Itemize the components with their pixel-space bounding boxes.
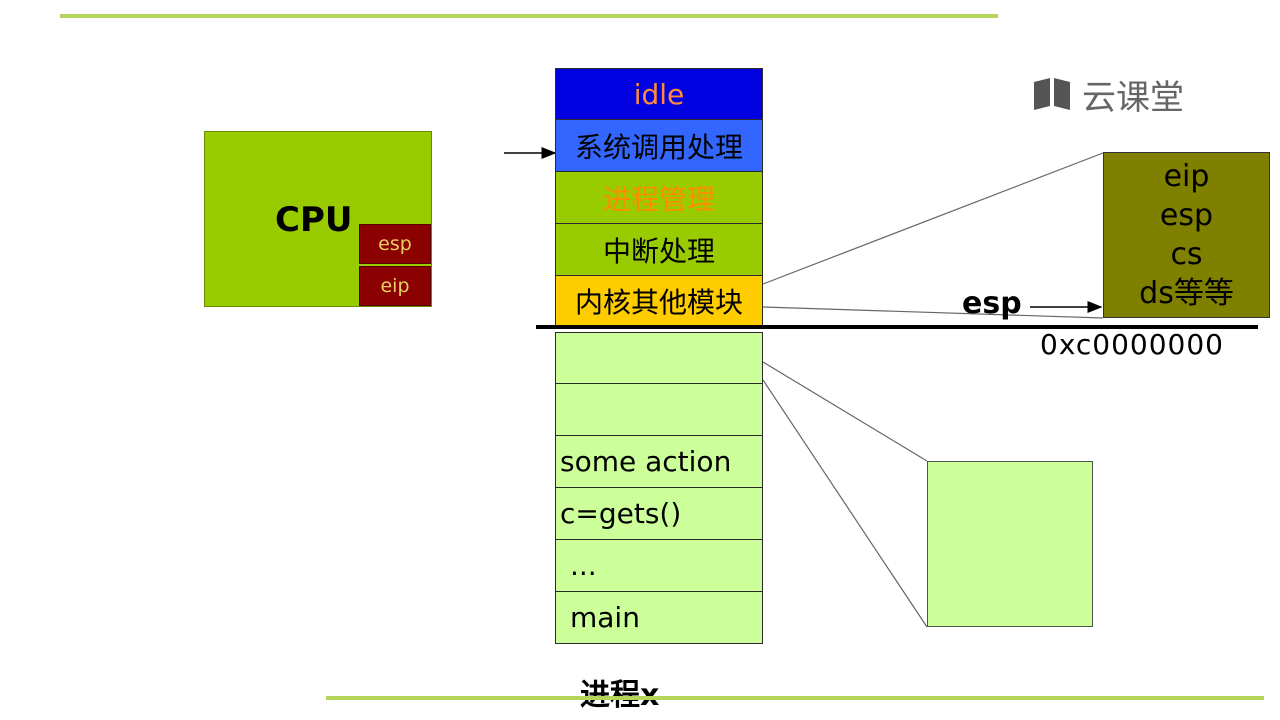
bottom-rule	[326, 696, 1264, 700]
logo-text: 云课堂	[1082, 77, 1184, 118]
zoom-line-top	[762, 152, 1104, 285]
user-segment-ellipsis: ...	[555, 540, 763, 592]
user-segment-gets: c=gets()	[555, 488, 763, 540]
esp-label: esp	[962, 286, 1022, 321]
process-label: 进程x	[580, 670, 659, 714]
cpu-register-eip: eip	[359, 266, 431, 306]
user-zoom-line-bottom	[762, 379, 928, 628]
user-segment-some-action: some action	[555, 436, 763, 488]
user-zoom-box	[927, 461, 1093, 627]
boundary-address: 0xc0000000	[1040, 328, 1224, 361]
segment-idle: idle	[555, 68, 763, 120]
user-zoom-line-top	[762, 361, 928, 462]
book-icon	[1032, 76, 1072, 112]
user-segment-empty-2	[555, 384, 763, 436]
cpu-box: CPU esp eip	[204, 131, 432, 307]
kernel-user-boundary	[536, 325, 1258, 329]
segment-syscall: 系统调用处理	[555, 120, 763, 172]
zoom-line-bottom	[762, 306, 1104, 319]
segment-process-management: 进程管理	[555, 172, 763, 224]
top-rule	[60, 14, 998, 18]
context-cs: cs	[1170, 237, 1203, 272]
context-eip: eip	[1163, 159, 1210, 194]
logo: 云课堂	[1032, 72, 1202, 118]
context-box: eip esp cs ds等等	[1103, 152, 1270, 318]
user-segment-main: main	[555, 592, 763, 644]
segment-interrupt: 中断处理	[555, 224, 763, 276]
context-ds: ds等等	[1139, 276, 1234, 311]
cpu-label: CPU	[275, 200, 353, 240]
process-stack: idle 系统调用处理 进程管理 中断处理 内核其他模块 some action…	[555, 68, 763, 644]
context-esp: esp	[1159, 198, 1214, 233]
segment-other-modules: 内核其他模块	[555, 276, 763, 326]
user-segment-empty-1	[555, 332, 763, 384]
cpu-register-esp: esp	[359, 224, 431, 264]
